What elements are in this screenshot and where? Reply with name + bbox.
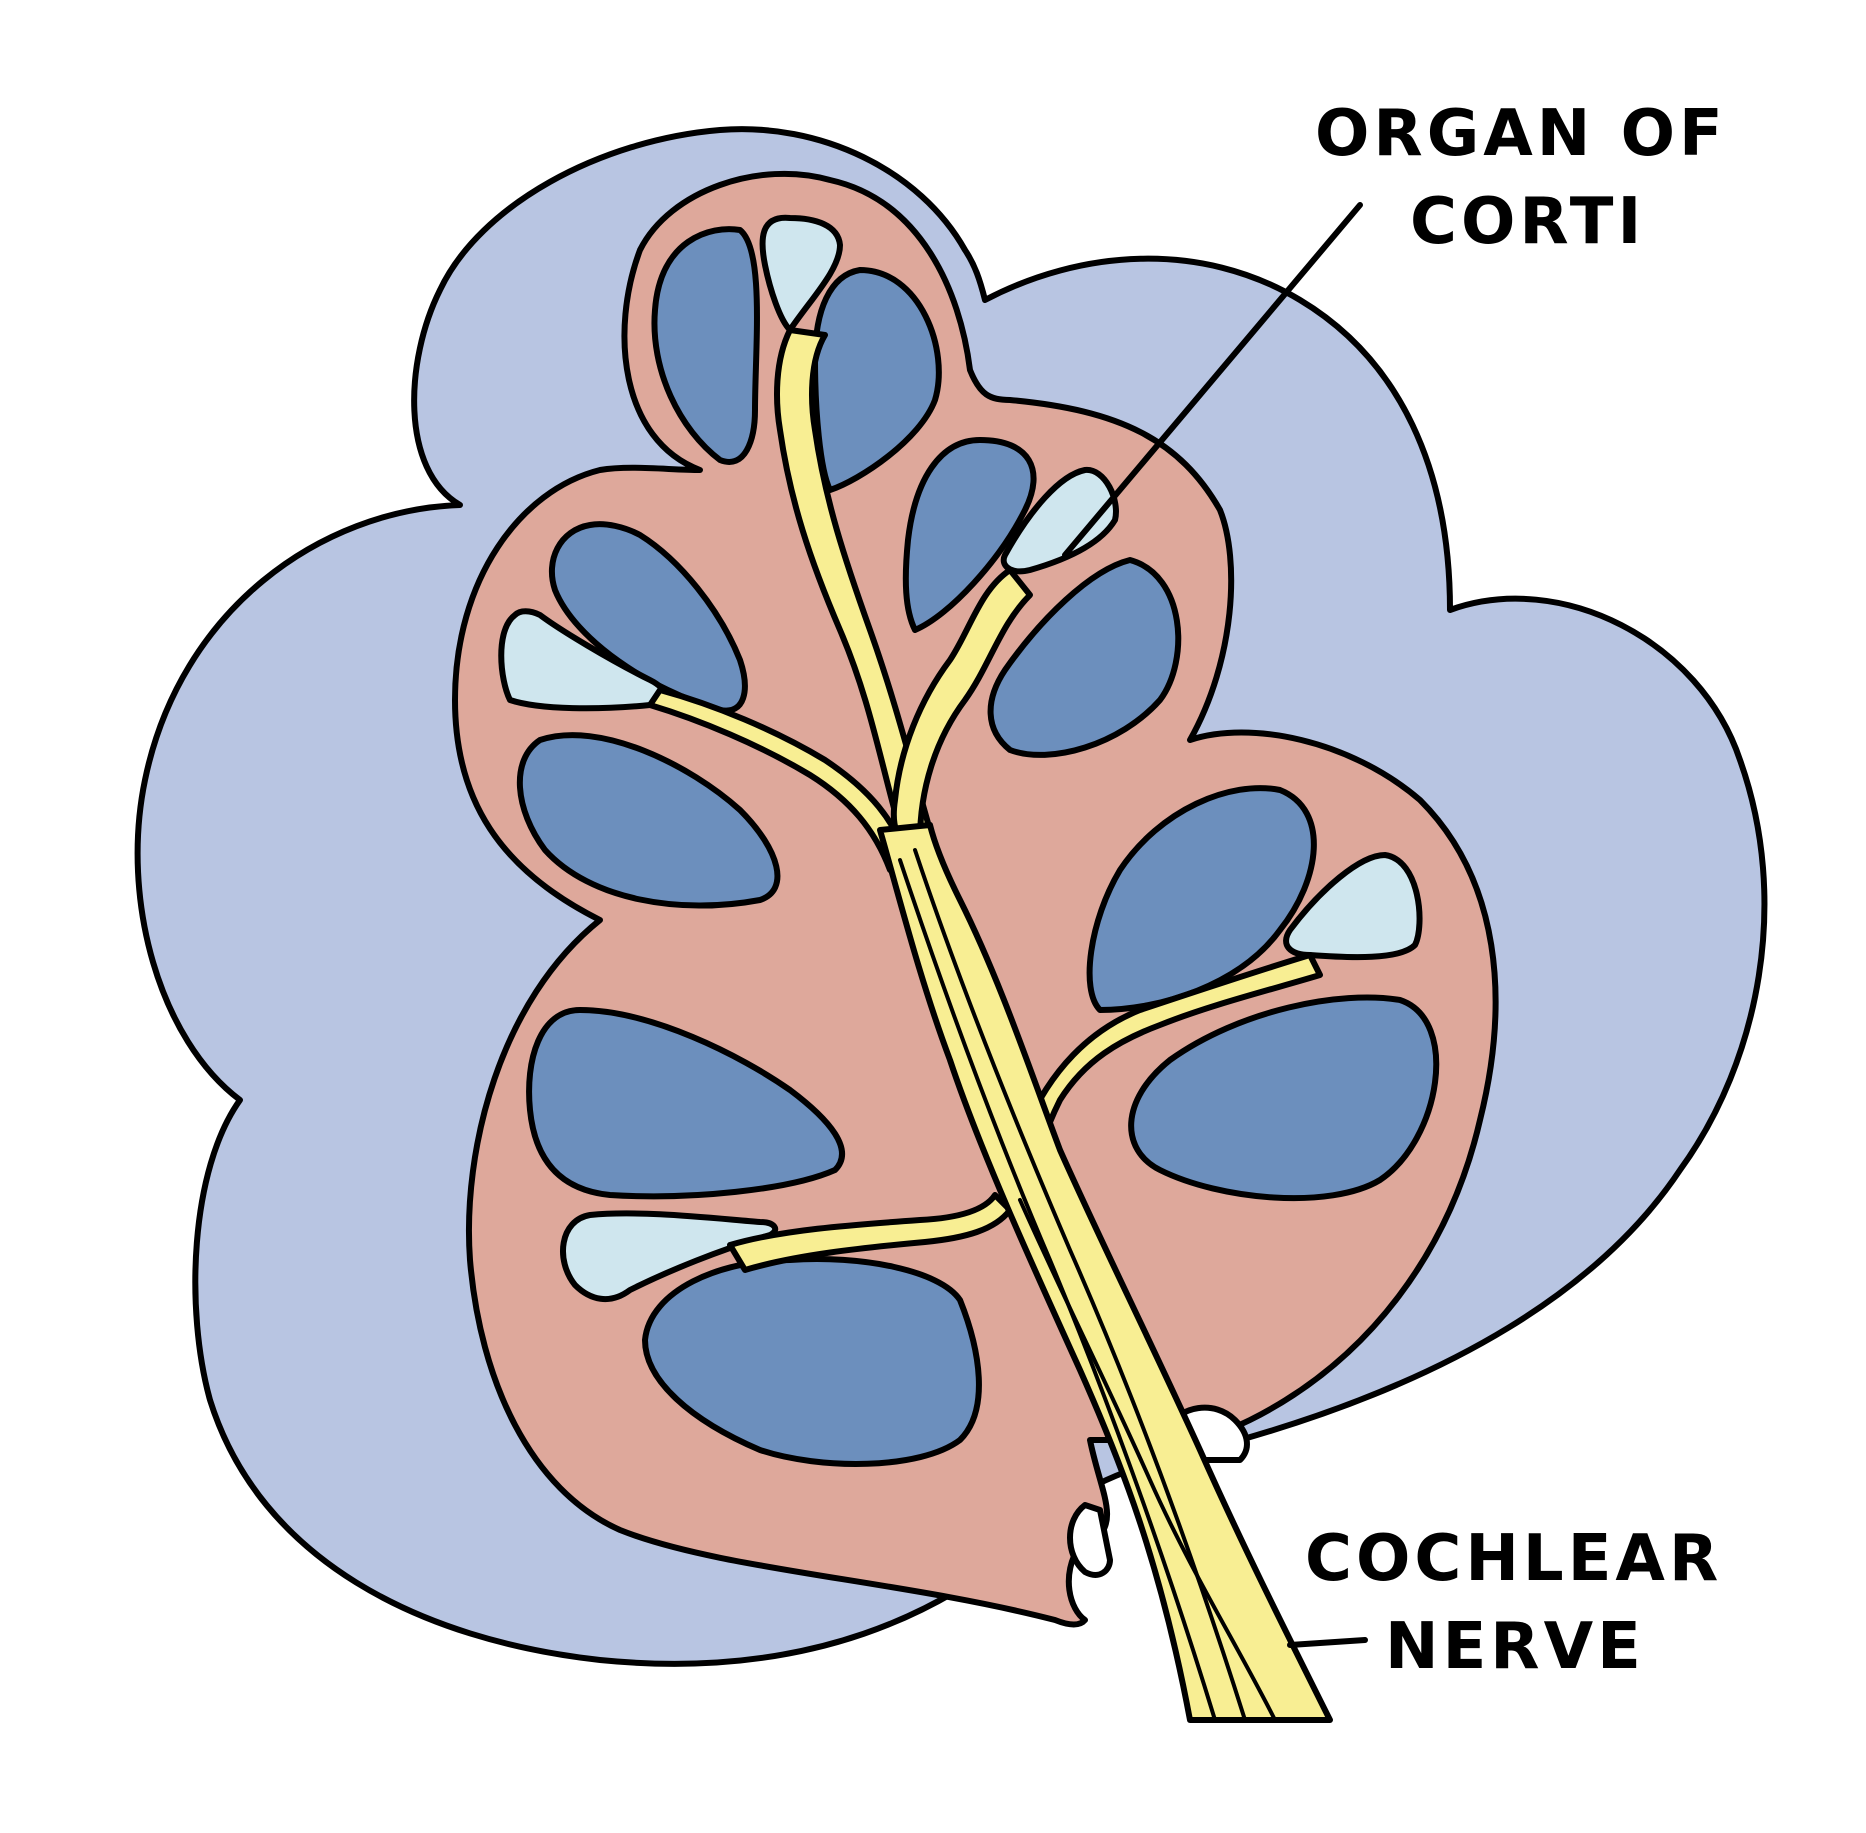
organ-of-corti-region (560, 1210, 779, 1303)
cochlear-nerve-fibers (647, 327, 1333, 1723)
organ-of-corti-label: ORGAN OF CORTI (1315, 97, 1727, 259)
scala-chambers (517, 226, 1440, 1467)
organ-of-corti-label-line1: ORGAN OF (1315, 97, 1727, 171)
scala-chamber (1086, 785, 1317, 1013)
scala-chamber (517, 732, 781, 909)
cochlear-duct-tissue (452, 170, 1499, 1628)
cochlear-nerve-leader-line (1287, 1637, 1368, 1648)
scala-chamber (548, 521, 748, 714)
organ-of-corti-region (1000, 467, 1119, 575)
nerve-fiber-line (913, 848, 1247, 1722)
scala-chamber (526, 1007, 845, 1200)
nerve-fiber-line (898, 858, 1217, 1722)
cochlear-nerve-label: COCHLEAR NERVE (1305, 1522, 1722, 1684)
scala-chamber (902, 437, 1037, 633)
scala-chamber (987, 557, 1182, 758)
cochlear-nerve-label-line2: NERVE (1385, 1610, 1645, 1684)
organ-of-corti-region (1283, 852, 1423, 961)
scala-chamber (1128, 994, 1440, 1202)
scala-chamber (642, 1256, 982, 1467)
nerve-trunk (877, 822, 1333, 1723)
cochlear-nerve-label-line1: COCHLEAR (1305, 1522, 1722, 1596)
nerve-fiber-line (1018, 1198, 1277, 1722)
organs-of-corti (498, 214, 1423, 1303)
organ-of-corti-leader-line (1062, 202, 1363, 558)
organ-of-corti-label-line2: CORTI (1410, 185, 1645, 259)
scala-chamber (651, 226, 760, 465)
base-notch-lower (1067, 1502, 1113, 1578)
nerve-trunk-fiber-lines (898, 848, 1277, 1722)
